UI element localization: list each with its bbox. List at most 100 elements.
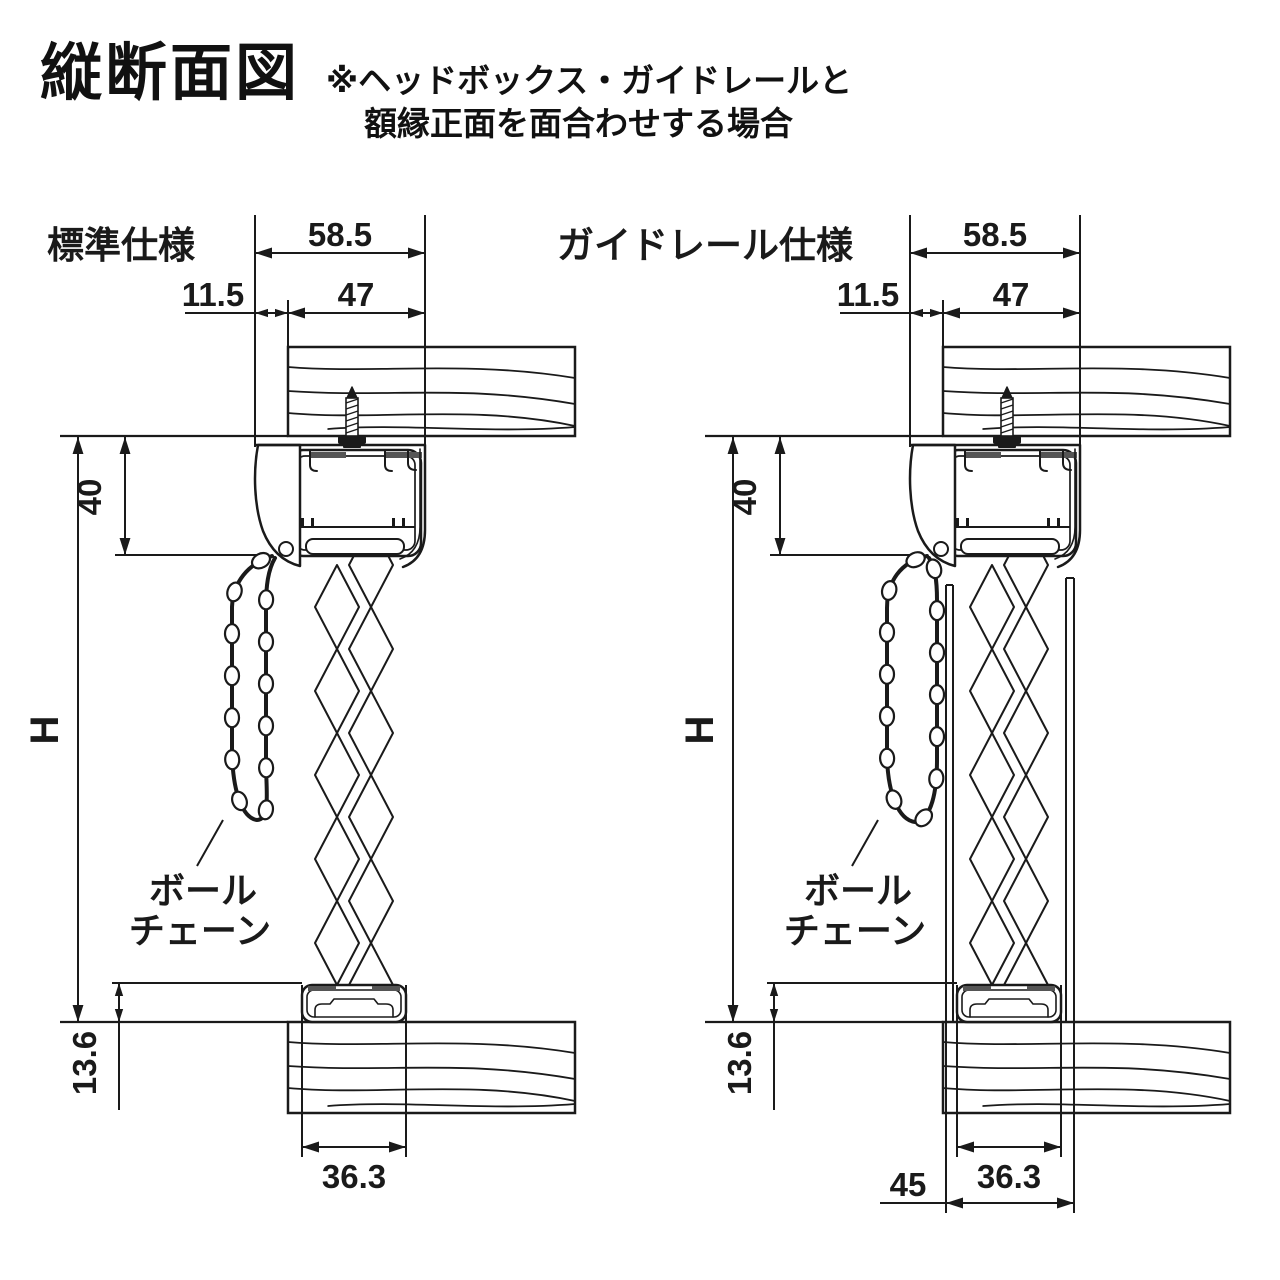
fabric-tape-strip [310, 452, 346, 458]
dim-arrow [769, 983, 779, 996]
wood-grain [287, 366, 576, 379]
screw-head-washer [998, 444, 1016, 448]
bottom-rail-tape [1027, 986, 1055, 991]
headbox-hook [407, 450, 417, 471]
dim-label-H: H [678, 716, 722, 745]
chain-bead [257, 589, 275, 611]
wood-grain [942, 1087, 1231, 1102]
dim-arrow [774, 437, 786, 454]
chain-bead [878, 705, 896, 727]
chain-bead [223, 665, 241, 687]
wood-grain [982, 1103, 1231, 1108]
dim-arrow [408, 307, 425, 319]
dim-arrow [275, 308, 288, 318]
dim-arrow [114, 1009, 124, 1022]
chain-bead [257, 631, 275, 653]
screw-thread [1000, 404, 1014, 410]
screw-thread [1000, 428, 1014, 434]
dim-arrow [727, 437, 739, 454]
screw-thread [345, 416, 359, 422]
chain-bead [226, 581, 243, 603]
dim-arrow [288, 307, 305, 319]
fabric-tape-strip [965, 452, 1001, 458]
dim-arrow [119, 437, 131, 454]
chain-bead [905, 551, 926, 569]
dim-arrow [255, 247, 272, 259]
chain-bead [878, 747, 896, 769]
wood-grain [287, 1087, 576, 1102]
dim-arrow [1063, 247, 1080, 259]
ledge-prong [392, 518, 395, 527]
screw-head [338, 436, 366, 444]
wood-grain [287, 390, 576, 405]
chain-leader-line [851, 819, 879, 867]
screw-thread [345, 398, 359, 404]
dim-arrow [910, 247, 927, 259]
dim-arrow [1063, 307, 1080, 319]
headbox-bottom-plate [960, 538, 1060, 555]
dim-arrow [774, 538, 786, 555]
honeycomb-shade-cells [348, 522, 394, 1028]
note-line-2: 額縁正面を面合わせする場合 [364, 104, 793, 142]
chain-bead [231, 790, 248, 812]
ledge-prong [966, 518, 969, 527]
chain-bead [925, 558, 943, 580]
bottom-rail-inner [306, 989, 402, 1018]
chain-pulley [278, 541, 294, 557]
chain-bead [928, 683, 946, 706]
wood-grain [942, 1065, 1231, 1080]
honeycomb-shade-cells [969, 564, 1015, 986]
clutch-housing [908, 443, 957, 568]
chain-bead [885, 789, 903, 810]
dim-label-36-3: 36.3 [322, 1158, 386, 1195]
wood-grain [942, 412, 1231, 427]
dim-arrow [946, 1197, 963, 1209]
dim-label-47: 47 [993, 276, 1030, 313]
screw-thread [345, 428, 359, 434]
chain-bead [914, 808, 934, 828]
chain-bead [257, 715, 275, 737]
honeycomb-shade-cells [314, 564, 360, 986]
clutch-housing [253, 443, 302, 568]
chain-bead [257, 673, 275, 695]
headbox-bottom-plate [305, 538, 405, 555]
dim-label-13-6: 13.6 [721, 1031, 758, 1095]
chain-bead [880, 580, 898, 601]
wood-grain [942, 366, 1231, 379]
bottom-rail-inner [961, 989, 1057, 1018]
bottom-rail-tape [308, 986, 336, 991]
chain-bead [878, 621, 896, 643]
dim-label-11-5: 11.5 [182, 276, 244, 313]
screw-thread [345, 404, 359, 410]
dim-arrow [114, 983, 124, 996]
chain-bead [928, 599, 946, 622]
dim-label-36-3: 36.3 [977, 1158, 1041, 1195]
dim-arrow [255, 308, 268, 318]
chain-bead [224, 749, 241, 771]
wood-grain [287, 412, 576, 427]
fabric-tape-strip [1041, 452, 1077, 458]
ledge-prong [301, 518, 304, 527]
fabric-tape-strip [386, 452, 422, 458]
ledge-prong [1057, 518, 1060, 527]
dim-label-58-5: 58.5 [308, 216, 372, 253]
dim-arrow [1044, 1141, 1061, 1153]
headbox-right-bracket-inner [399, 448, 421, 560]
dim-arrow [72, 437, 84, 454]
wood-grain [327, 1103, 576, 1108]
dim-arrow [408, 247, 425, 259]
screw-thread [345, 422, 359, 428]
dim-label-13-6: 13.6 [66, 1031, 103, 1095]
screw-thread [1000, 410, 1014, 416]
ledge-prong [1047, 518, 1050, 527]
header-note: ※ヘッドボックス・ガイドレールと 額縁正面を面合わせする場合 [326, 60, 852, 146]
chain-bead [223, 707, 241, 729]
chain-bead [928, 641, 946, 664]
chain-bead [928, 768, 945, 790]
dim-label-11-5: 11.5 [837, 276, 899, 313]
dim-arrow [957, 1141, 974, 1153]
